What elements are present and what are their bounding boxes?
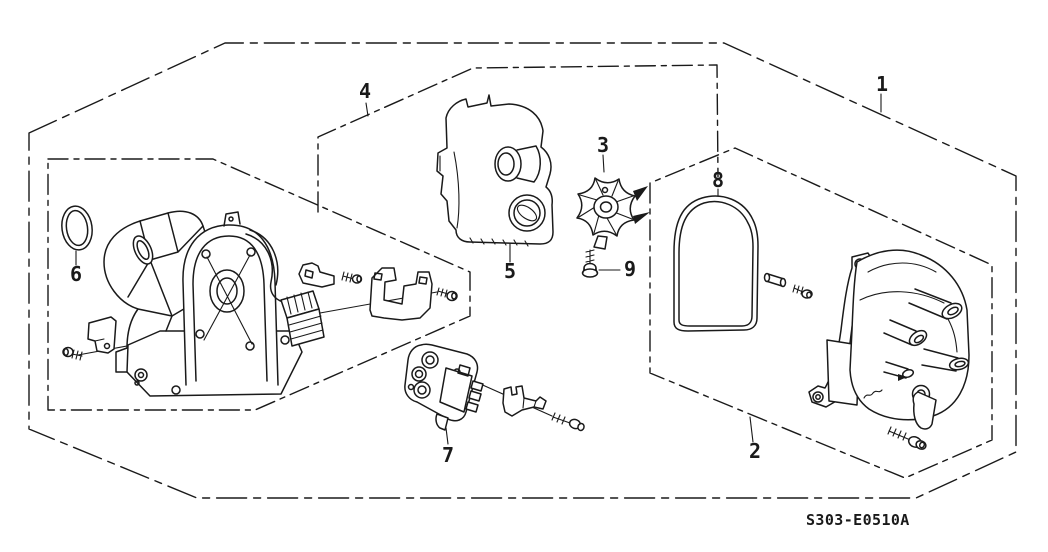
distributor-housing <box>103 210 303 397</box>
terminal-pin <box>763 272 787 288</box>
rotor <box>576 177 650 250</box>
callout-6: 6 <box>69 262 83 286</box>
callout-5: 5 <box>503 259 517 283</box>
leader-2 <box>749 416 754 443</box>
sensor-arm <box>502 385 547 417</box>
outer-boundary <box>28 42 1017 499</box>
leader-3 <box>602 154 605 173</box>
harness-coil <box>280 290 325 347</box>
igniter-unit <box>404 343 484 431</box>
rotor-screw <box>581 249 599 278</box>
screw-pad <box>62 346 83 361</box>
callout-9: 9 <box>623 257 637 281</box>
leader-lines <box>75 93 882 445</box>
screw-bracket-small <box>341 271 363 284</box>
cap-cover <box>436 94 554 247</box>
callout-7: 7 <box>441 443 455 467</box>
callout-2: 2 <box>748 439 762 463</box>
lead-gasket <box>673 195 759 332</box>
diagram-part-code: S303-E0510A <box>806 511 910 529</box>
leader-7 <box>445 427 449 445</box>
callout-1: 1 <box>875 72 889 96</box>
kit-box-housing <box>47 158 471 411</box>
kit-box-2 <box>649 147 993 479</box>
callout-3: 3 <box>596 133 610 157</box>
kit-box-4 <box>317 64 719 213</box>
igniter-screw <box>551 412 585 432</box>
bracket-small <box>298 262 335 288</box>
screw-gasket <box>792 284 813 299</box>
leader-4 <box>365 102 369 117</box>
bracket-stay <box>369 267 433 321</box>
distributor-cap <box>808 249 970 430</box>
callout-8: 8 <box>711 168 725 192</box>
screw-bracket-stay <box>436 287 458 302</box>
cover-pad <box>87 316 117 354</box>
o-ring <box>61 205 93 251</box>
cap-mounting-screw <box>887 426 927 450</box>
callout-4: 4 <box>358 79 372 103</box>
